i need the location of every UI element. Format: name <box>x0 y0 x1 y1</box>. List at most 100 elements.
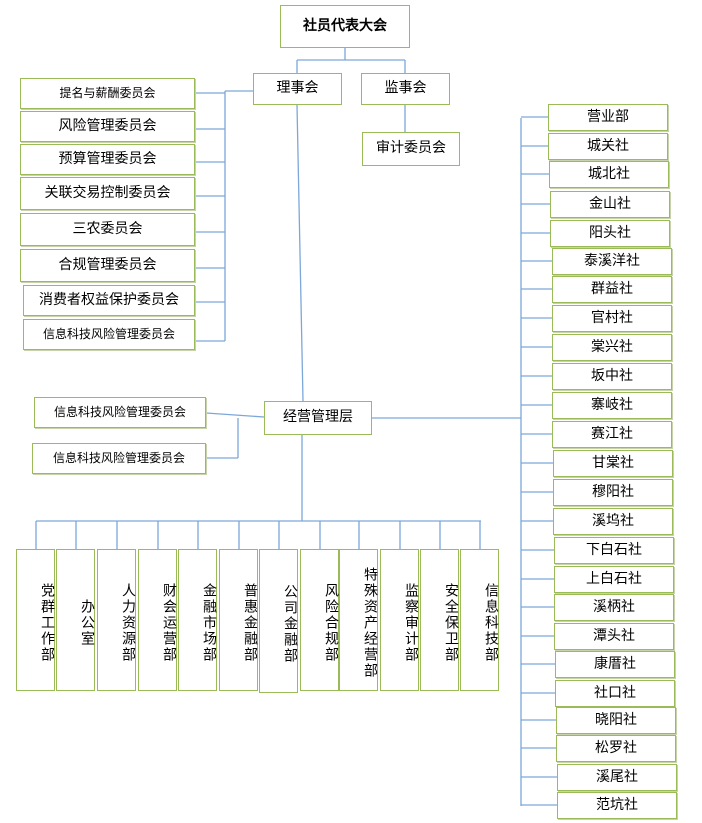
committee-box-related-party: 关联交易控制委员会 <box>20 177 195 210</box>
branch-box: 溪尾社 <box>557 764 677 791</box>
department-label: 金融市场部 <box>201 583 217 663</box>
branch-label: 坂中社 <box>591 367 633 384</box>
committee-label: 消费者权益保护委员会 <box>39 291 179 308</box>
branch-box: 溪柄社 <box>554 594 674 621</box>
department-label: 党群工作部 <box>39 583 55 663</box>
department-box: 安全保卫部 <box>420 549 459 691</box>
branch-box: 上白石社 <box>554 566 674 593</box>
mgmt-committee-label: 信息科技风险管理委员会 <box>53 404 186 419</box>
department-box: 风险合规部 <box>300 549 339 691</box>
department-box: 财会运营部 <box>138 549 177 691</box>
branch-label: 晓阳社 <box>595 711 637 728</box>
committee-label: 三农委员会 <box>72 220 143 237</box>
branch-box: 棠兴社 <box>552 334 672 361</box>
department-box: 信息科技部 <box>460 549 499 691</box>
mgmt-committee-box-1: 信息科技风险管理委员会 <box>34 397 206 428</box>
department-label: 人力资源部 <box>120 583 136 663</box>
branch-label: 社口社 <box>594 684 636 701</box>
department-label: 财会运营部 <box>161 583 177 663</box>
committee-box-it-risk: 信息科技风险管理委员会 <box>23 319 195 350</box>
branch-box: 社口社 <box>555 680 675 707</box>
committee-label: 预算管理委员会 <box>58 150 157 167</box>
management-box: 经营管理层 <box>264 401 372 435</box>
department-label: 办公室 <box>79 599 95 647</box>
branch-box: 官村社 <box>552 305 672 332</box>
branch-box: 坂中社 <box>552 363 672 390</box>
branch-box: 赛江社 <box>552 421 672 448</box>
department-label: 普惠金融部 <box>242 583 258 663</box>
branch-label: 下白石社 <box>586 541 642 558</box>
branch-box: 金山社 <box>550 191 670 218</box>
department-label: 公司金融部 <box>282 584 298 664</box>
connector-line <box>205 412 265 418</box>
general-assembly-label: 社员代表大会 <box>303 17 387 34</box>
supervisory-board-label: 监事会 <box>384 80 427 97</box>
department-label: 安全保卫部 <box>443 583 459 663</box>
department-box: 监察审计部 <box>380 549 419 691</box>
branch-label: 穆阳社 <box>592 483 634 500</box>
committee-box-budget: 预算管理委员会 <box>20 144 195 175</box>
branch-label: 金山社 <box>589 195 631 212</box>
audit-committee-label: 审计委员会 <box>376 140 446 157</box>
branch-label: 甘棠社 <box>592 454 634 471</box>
mgmt-committee-label: 信息科技风险管理委员会 <box>52 450 185 465</box>
audit-committee-box: 审计委员会 <box>362 132 460 166</box>
branch-label: 阳头社 <box>589 224 631 241</box>
committee-label: 关联交易控制委员会 <box>44 184 171 201</box>
department-label: 特殊资产经营部 <box>362 567 378 679</box>
branch-label: 城北社 <box>588 165 630 182</box>
department-box: 办公室 <box>56 549 95 691</box>
branch-label: 范坑社 <box>596 796 638 813</box>
committee-box-risk: 风险管理委员会 <box>20 111 195 142</box>
department-box: 公司金融部 <box>259 549 298 693</box>
branch-box: 范坑社 <box>557 792 677 819</box>
department-box: 普惠金融部 <box>219 549 258 691</box>
branch-box: 阳头社 <box>550 220 670 247</box>
branch-label: 溪坞社 <box>592 512 634 529</box>
committee-label: 提名与薪酬委员会 <box>59 85 156 100</box>
committee-label: 风险管理委员会 <box>58 117 157 134</box>
branch-label: 泰溪洋社 <box>584 252 640 269</box>
branch-box: 营业部 <box>548 104 668 131</box>
department-box: 党群工作部 <box>16 549 55 691</box>
branch-label: 赛江社 <box>591 425 633 442</box>
branch-box: 城北社 <box>549 161 669 188</box>
department-box: 金融市场部 <box>178 549 217 691</box>
branch-label: 潭头社 <box>593 627 635 644</box>
branch-label: 松罗社 <box>595 739 637 756</box>
branch-box: 寨岐社 <box>552 392 672 419</box>
branch-label: 官村社 <box>591 309 633 326</box>
committee-box-consumer: 消费者权益保护委员会 <box>23 285 195 316</box>
department-box: 特殊资产经营部 <box>339 549 378 691</box>
branch-label: 康厝社 <box>594 655 636 672</box>
branch-label: 城关社 <box>587 137 629 154</box>
supervisory-board-box: 监事会 <box>361 73 450 105</box>
branch-box: 城关社 <box>548 133 668 160</box>
branch-label: 溪尾社 <box>596 768 638 785</box>
branch-box: 群益社 <box>552 276 672 303</box>
branch-box: 松罗社 <box>556 735 676 762</box>
branch-label: 上白石社 <box>586 570 642 587</box>
board-of-directors-box: 理事会 <box>253 73 342 105</box>
branch-box: 溪坞社 <box>553 508 673 535</box>
branch-label: 寨岐社 <box>591 396 633 413</box>
board-of-directors-label: 理事会 <box>276 80 319 97</box>
branch-box: 康厝社 <box>555 651 675 678</box>
department-box: 人力资源部 <box>97 549 136 691</box>
branch-label: 营业部 <box>587 108 629 125</box>
mgmt-committee-box-2: 信息科技风险管理委员会 <box>32 443 206 474</box>
branch-label: 溪柄社 <box>593 598 635 615</box>
department-label: 风险合规部 <box>323 583 339 663</box>
committee-label: 合规管理委员会 <box>58 256 157 273</box>
committee-box-nomination: 提名与薪酬委员会 <box>20 78 195 109</box>
connector-line <box>296 104 304 402</box>
branch-box: 晓阳社 <box>556 707 676 734</box>
committee-box-compliance: 合规管理委员会 <box>20 249 195 282</box>
management-label: 经营管理层 <box>283 409 353 426</box>
branch-box: 穆阳社 <box>553 479 673 506</box>
general-assembly-box: 社员代表大会 <box>280 5 410 48</box>
committee-label: 信息科技风险管理委员会 <box>42 326 175 341</box>
department-label: 信息科技部 <box>483 583 499 663</box>
committee-box-agriculture: 三农委员会 <box>20 213 195 246</box>
